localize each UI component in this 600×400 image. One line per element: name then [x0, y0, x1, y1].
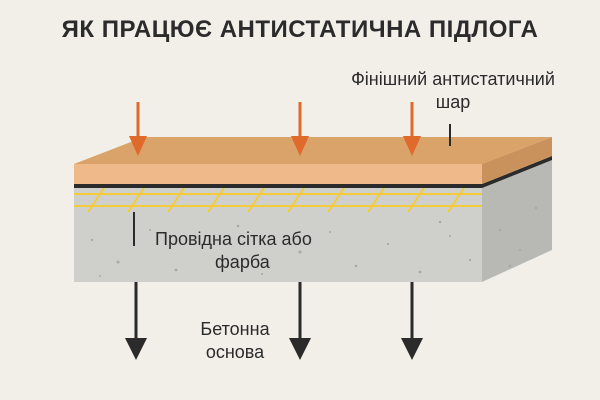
arrow-down-icon	[289, 282, 311, 360]
separator-line	[74, 184, 482, 188]
finish-layer-label-line2: шар	[435, 92, 471, 112]
finish-layer-label: Фінішний антистатичний шар	[328, 68, 578, 114]
finish-layer-top	[74, 137, 552, 164]
conductive-layer-label: Провідна сітка або фарба	[155, 228, 330, 274]
finish-layer-label-line1: Фінішний антистатичний	[351, 69, 555, 89]
finish-layer-front	[74, 164, 482, 184]
arrow-down-icon	[129, 102, 147, 156]
finish-layer-side	[482, 137, 552, 184]
concrete-texture	[90, 206, 538, 277]
concrete-base-label-line1: Бетонна	[200, 319, 270, 339]
arrow-down-icon	[125, 282, 147, 360]
separator-line-side	[482, 156, 552, 188]
concrete-front	[74, 212, 482, 282]
conductive-grid	[74, 187, 482, 213]
conductive-layer-label-line1: Провідна сітка або	[155, 229, 312, 249]
concrete-side	[482, 158, 552, 282]
concrete-base-label-line2: основа	[205, 342, 265, 362]
arrow-down-icon	[403, 102, 421, 156]
arrow-down-icon	[291, 102, 309, 156]
conductive-layer-label-line2: фарба	[215, 252, 270, 272]
arrow-down-icon	[401, 282, 423, 360]
concrete-base-label: Бетонна основа	[180, 318, 290, 364]
page-title: ЯК ПРАЦЮЄ АНТИСТАТИЧНА ПІДЛОГА	[61, 16, 539, 43]
